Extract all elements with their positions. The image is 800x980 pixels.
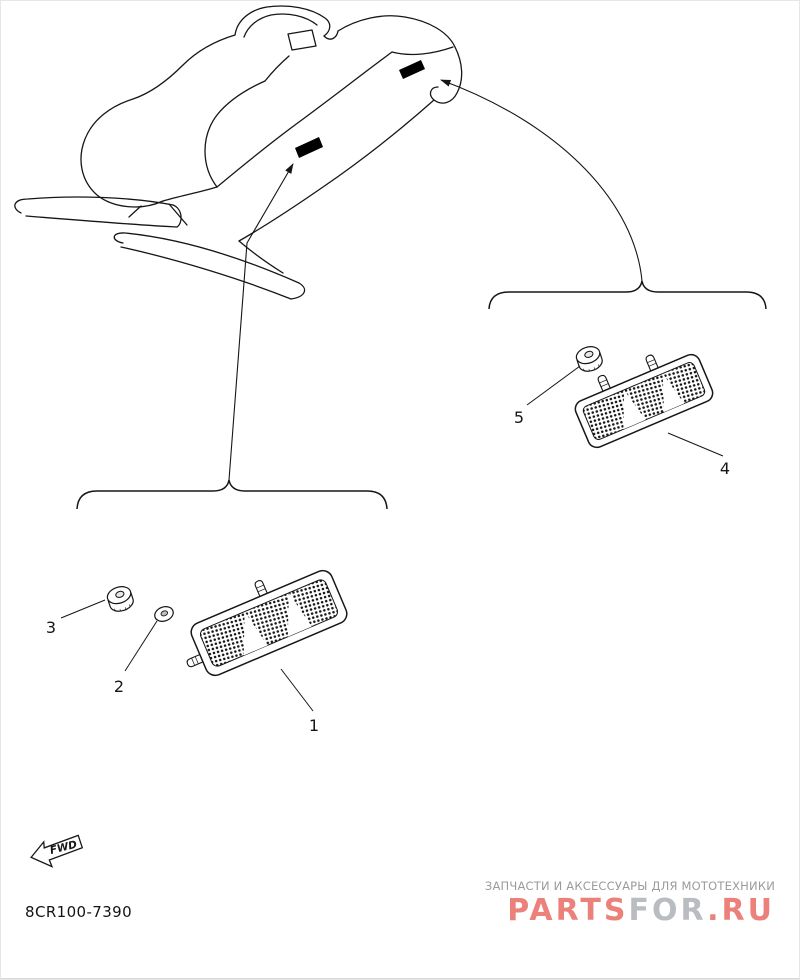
bottom-rule bbox=[1, 978, 799, 979]
callout-label-2: 2 bbox=[114, 677, 124, 696]
tunnel-top-line bbox=[216, 51, 393, 188]
ski-right-end bbox=[290, 282, 306, 300]
nut-item-5 bbox=[573, 343, 606, 375]
strut-1 bbox=[128, 205, 142, 218]
nut-item-3 bbox=[104, 583, 137, 615]
watermark-logo-segment: .RU bbox=[707, 893, 775, 929]
reflector-assembly-rear bbox=[574, 353, 714, 449]
callout-line-4 bbox=[667, 432, 724, 457]
watermark-logo-segment: PARTS bbox=[507, 893, 629, 929]
callout-line-1 bbox=[280, 668, 314, 712]
watermark-logo: PARTSFOR.RU bbox=[485, 893, 775, 929]
callout-line-3 bbox=[60, 599, 106, 619]
fwd-arrow: FWD bbox=[30, 834, 84, 868]
rear-deck-line bbox=[391, 46, 454, 56]
location-mark-rear bbox=[399, 60, 425, 79]
lens-facet bbox=[623, 389, 646, 430]
bracket-right bbox=[488, 280, 767, 310]
reflector-lens bbox=[199, 579, 339, 667]
windshield-base bbox=[323, 30, 339, 40]
strut-3 bbox=[238, 240, 284, 274]
part-code: 8CR100-7390 bbox=[25, 903, 133, 921]
rear-cowl bbox=[337, 15, 463, 104]
windshield-inner bbox=[243, 13, 318, 38]
callout-lines bbox=[60, 365, 724, 712]
callout-label-4: 4 bbox=[720, 459, 730, 478]
ski-right-bottom bbox=[120, 246, 292, 300]
watermark: ЗАПЧАСТИ И АКСЕССУАРЫ ДЛЯ МОТОТЕХНИКИ PA… bbox=[484, 879, 775, 929]
callout-line-2 bbox=[124, 620, 158, 672]
body-left-outline bbox=[80, 34, 236, 208]
callout-label-3: 3 bbox=[46, 618, 56, 637]
leader-arrow-rear bbox=[440, 79, 643, 282]
tunnel-bottom-line bbox=[238, 99, 435, 242]
snowmobile-sketch bbox=[14, 5, 463, 300]
bracket-left bbox=[76, 479, 388, 510]
seat-curve bbox=[204, 80, 266, 188]
ski-left-bottom bbox=[25, 215, 178, 228]
watermark-tagline: ЗАПЧАСТИ И АКСЕССУАРЫ ДЛЯ МОТОТЕХНИКИ bbox=[484, 879, 775, 893]
callout-label-5: 5 bbox=[514, 408, 524, 427]
strut-2 bbox=[168, 203, 188, 226]
location-mark-side bbox=[295, 137, 323, 158]
leader-arrow-side bbox=[228, 163, 294, 481]
lens-facet bbox=[243, 611, 268, 656]
body-lower-link bbox=[162, 186, 218, 202]
washer-item-2 bbox=[154, 606, 174, 622]
reflector-lens bbox=[582, 362, 706, 440]
lens-facet bbox=[287, 592, 312, 637]
watermark-logo-segment: FOR bbox=[628, 893, 708, 929]
reflector-assembly-side bbox=[185, 569, 348, 677]
ski-left-top bbox=[14, 196, 174, 214]
seat-front-link bbox=[264, 55, 290, 82]
callout-label-1: 1 bbox=[309, 716, 319, 735]
callout-line-5 bbox=[526, 365, 581, 406]
ski-right-top bbox=[113, 232, 300, 284]
fwd-arrow-outline bbox=[30, 834, 84, 868]
lens-facet bbox=[662, 373, 685, 413]
windshield-notch bbox=[287, 29, 317, 51]
ski-left-end bbox=[172, 204, 182, 228]
windshield-outline bbox=[234, 5, 331, 37]
